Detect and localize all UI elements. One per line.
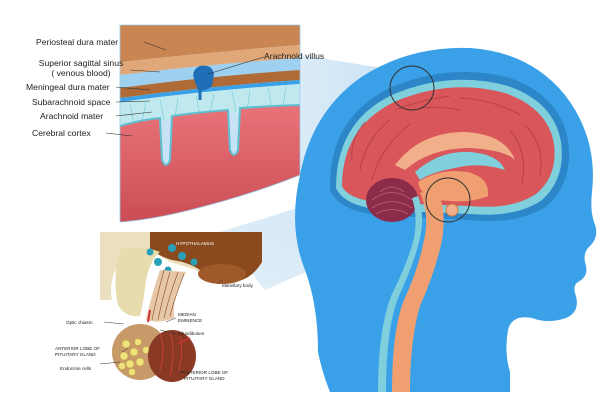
pituitary-leader-lines bbox=[99, 279, 223, 373]
label-periosteal-dura-mater: Periosteal dura mater bbox=[36, 37, 119, 47]
brainstem bbox=[392, 192, 444, 392]
cerebellum bbox=[366, 178, 418, 222]
label-infundibulum: Infundibulum bbox=[178, 331, 205, 336]
label-hypothalamus: HYPOTHALAMUS bbox=[176, 241, 215, 246]
pituitary-inset bbox=[100, 232, 262, 382]
meninges-leader-lines bbox=[105, 41, 265, 137]
magnifier-circle-bottom bbox=[425, 177, 471, 223]
label-median-eminence-2: EMINENCE bbox=[178, 318, 203, 323]
label-meningeal-dura-mater: Meningeal dura mater bbox=[26, 82, 110, 92]
corpus-callosum bbox=[395, 132, 515, 170]
cerebellum-folia bbox=[371, 186, 413, 215]
label-superior-sagittal-sinus-sub: ( venous blood) bbox=[51, 68, 111, 78]
label-superior-sagittal-sinus: Superior sagittal sinus bbox=[38, 58, 124, 68]
ventricle bbox=[415, 151, 505, 180]
label-anterior-lobe: ANTERIOR LOBE OF bbox=[55, 346, 100, 351]
label-anterior-lobe-2: PITUITARY GLAND bbox=[55, 352, 96, 357]
cerebrum-gyri bbox=[351, 95, 542, 186]
label-subarachnoid-space: Subarachnoid space bbox=[32, 97, 111, 107]
label-posterior-lobe-2: PITUITARY GLAND bbox=[184, 376, 225, 381]
label-arachnoid-villus: Arachnoid villus bbox=[264, 51, 325, 61]
label-median-eminence: MEDIAN bbox=[178, 312, 196, 317]
label-optic-chiasm: Optic chiasm bbox=[66, 320, 93, 325]
meninges-inset-border bbox=[119, 24, 301, 223]
pituitary-small bbox=[445, 203, 459, 217]
label-mamillary-body: Mamillary body bbox=[222, 283, 253, 288]
label-arachnoid-mater: Arachnoid mater bbox=[40, 111, 104, 121]
spinal-canal-csf bbox=[378, 196, 423, 392]
label-cerebral-cortex: Cerebral cortex bbox=[32, 128, 91, 138]
magnifier-circle-top bbox=[389, 65, 435, 111]
thalamus bbox=[418, 171, 489, 202]
label-endocrine-cells: Endocrine cells bbox=[60, 366, 92, 371]
label-posterior-lobe: POSTERIOR LOBE OF bbox=[180, 370, 229, 375]
